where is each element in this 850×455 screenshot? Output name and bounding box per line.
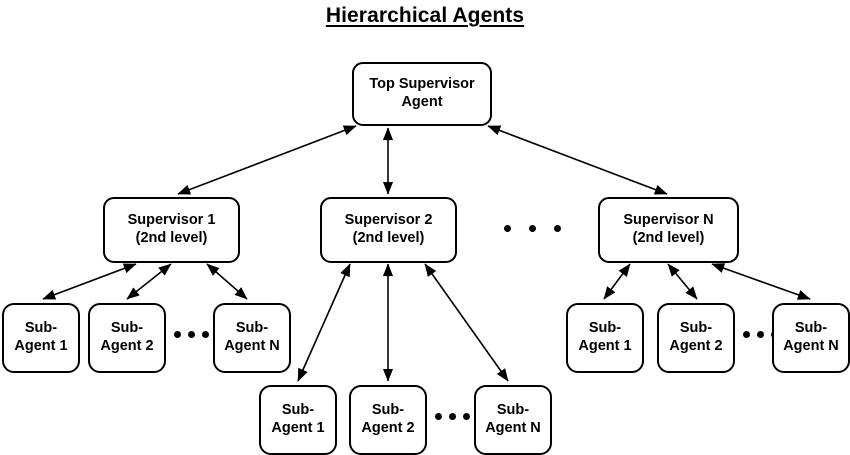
- middle-subagent-ellipsis: [430, 406, 474, 426]
- edge-top-to-supervisor-1: [177, 125, 357, 195]
- supervisor-row-ellipsis: [473, 218, 591, 238]
- node-label-line: (2nd level): [632, 230, 705, 246]
- node-label-line: Top Supervisor: [369, 76, 475, 93]
- ellipsis-dot: [742, 330, 750, 338]
- node-top-supervisor-agent[interactable]: Top Supervisor Agent: [352, 62, 492, 126]
- node-label-line: Supervisor 1: [127, 212, 216, 229]
- node-label-line: Agent 1: [578, 338, 632, 354]
- ellipsis-dot: [173, 330, 181, 338]
- edge-supervisor-n-to-right-sub-n: [711, 263, 811, 300]
- node-label-line: Sub-: [281, 402, 315, 419]
- node-label-line: Agent 1: [14, 338, 68, 354]
- node-label-line: Agent: [401, 94, 443, 110]
- ellipsis-dot: [528, 224, 536, 232]
- node-label-line: Agent 2: [100, 338, 154, 354]
- node-left-sub-agent-1[interactable]: Sub- Agent 1: [2, 303, 80, 373]
- edge-supervisor-1-to-left-sub-1: [42, 263, 137, 300]
- ellipsis-dot: [201, 330, 209, 338]
- ellipsis-dot: [756, 330, 764, 338]
- node-label-line: Sub-: [794, 320, 828, 337]
- node-label-line: Agent 2: [669, 338, 723, 354]
- node-label-line: Supervisor N: [623, 212, 714, 229]
- node-label-line: Supervisor 2: [344, 212, 433, 229]
- node-label-line: Agent N: [485, 420, 541, 436]
- node-right-sub-agent-n[interactable]: Sub- Agent N: [772, 303, 850, 373]
- edge-supervisor-1-to-left-sub-n: [206, 263, 248, 300]
- node-label-line: (2nd level): [135, 230, 208, 246]
- node-label-line: Agent N: [783, 338, 839, 354]
- edge-supervisor-n-to-right-sub-1: [603, 263, 631, 300]
- node-label-line: Sub-: [24, 320, 58, 337]
- node-label-line: Sub-: [679, 320, 713, 337]
- ellipsis-dot: [462, 412, 470, 420]
- node-right-sub-agent-2[interactable]: Sub- Agent 2: [657, 303, 735, 373]
- node-label-line: Sub-: [110, 320, 144, 337]
- node-label-line: Sub-: [496, 402, 530, 419]
- left-subagent-ellipsis: [169, 324, 213, 344]
- node-label-line: Agent 2: [361, 420, 415, 436]
- ellipsis-dot: [553, 224, 561, 232]
- node-supervisor-1[interactable]: Supervisor 1 (2nd level): [103, 197, 240, 263]
- edge-supervisor-n-to-right-sub-2: [667, 263, 698, 300]
- node-label-line: Agent 1: [271, 420, 325, 436]
- node-supervisor-n[interactable]: Supervisor N (2nd level): [598, 197, 739, 263]
- node-middle-sub-agent-1[interactable]: Sub- Agent 1: [259, 385, 337, 455]
- edge-top-to-supervisor-n: [487, 125, 668, 195]
- edge-supervisor-1-to-left-sub-2: [126, 263, 172, 300]
- ellipsis-dot: [503, 224, 511, 232]
- ellipsis-dot: [434, 412, 442, 420]
- node-right-sub-agent-1[interactable]: Sub- Agent 1: [566, 303, 644, 373]
- node-label-line: Agent N: [224, 338, 280, 354]
- edge-supervisor-2-to-middle-sub-n: [424, 263, 509, 382]
- edge-supervisor-2-to-middle-sub-1: [297, 263, 351, 382]
- node-left-sub-agent-n[interactable]: Sub- Agent N: [213, 303, 291, 373]
- node-label-line: Sub-: [235, 320, 269, 337]
- ellipsis-dot: [187, 330, 195, 338]
- page-title: Hierarchical Agents: [325, 4, 525, 27]
- ellipsis-dot: [448, 412, 456, 420]
- node-left-sub-agent-2[interactable]: Sub- Agent 2: [88, 303, 166, 373]
- node-label-line: (2nd level): [352, 230, 425, 246]
- node-supervisor-2[interactable]: Supervisor 2 (2nd level): [320, 197, 457, 263]
- node-middle-sub-agent-n[interactable]: Sub- Agent N: [474, 385, 552, 455]
- node-label-line: Sub-: [588, 320, 622, 337]
- node-label-line: Sub-: [371, 402, 405, 419]
- node-middle-sub-agent-2[interactable]: Sub- Agent 2: [349, 385, 427, 455]
